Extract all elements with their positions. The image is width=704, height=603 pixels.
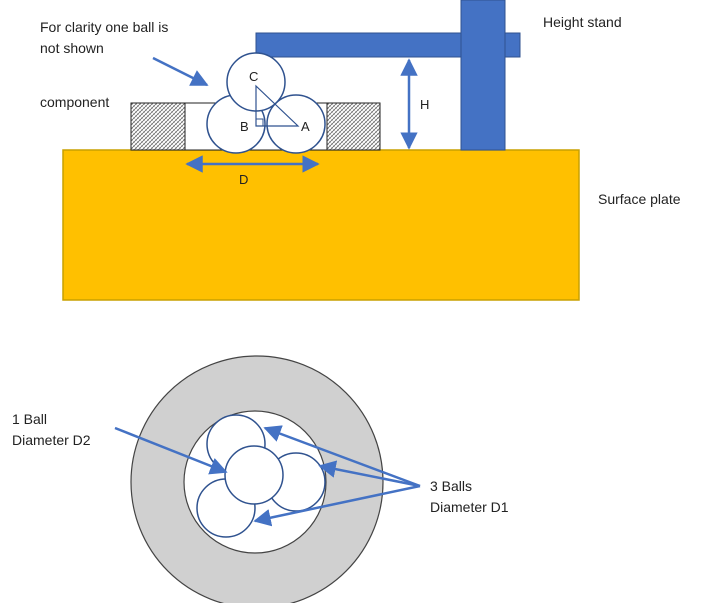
label-surface-plate: Surface plate — [598, 191, 681, 207]
three-balls-arrow-bottom — [253, 484, 421, 527]
label-point-b: B — [240, 119, 249, 134]
height-stand-column — [460, 0, 506, 151]
clarity-note-arrow — [152, 56, 209, 87]
label-three-balls-line2: Diameter D1 — [430, 499, 509, 515]
component-right-block — [326, 102, 381, 151]
component-left-block — [130, 102, 186, 151]
label-height-stand: Height stand — [543, 14, 622, 30]
right-angle-mark — [255, 118, 264, 127]
label-dimension-d: D — [239, 172, 248, 187]
label-point-c: C — [249, 69, 258, 84]
label-one-ball-line1: 1 Ball — [12, 411, 47, 427]
three-balls-arrow-middle — [318, 460, 421, 488]
three-balls-arrow-top — [263, 425, 421, 488]
label-clarity-note-line2: not shown — [40, 40, 104, 56]
triangle-abc — [255, 84, 300, 127]
one-ball-arrow — [114, 426, 228, 475]
label-point-a: A — [301, 119, 310, 134]
label-component: component — [40, 94, 109, 110]
label-clarity-note-line1: For clarity one ball is — [40, 19, 168, 35]
surface-plate — [62, 149, 580, 301]
ball-d2-center — [224, 445, 284, 505]
label-one-ball-line2: Diameter D2 — [12, 432, 91, 448]
label-three-balls-line1: 3 Balls — [430, 478, 472, 494]
label-dimension-h: H — [420, 97, 429, 112]
